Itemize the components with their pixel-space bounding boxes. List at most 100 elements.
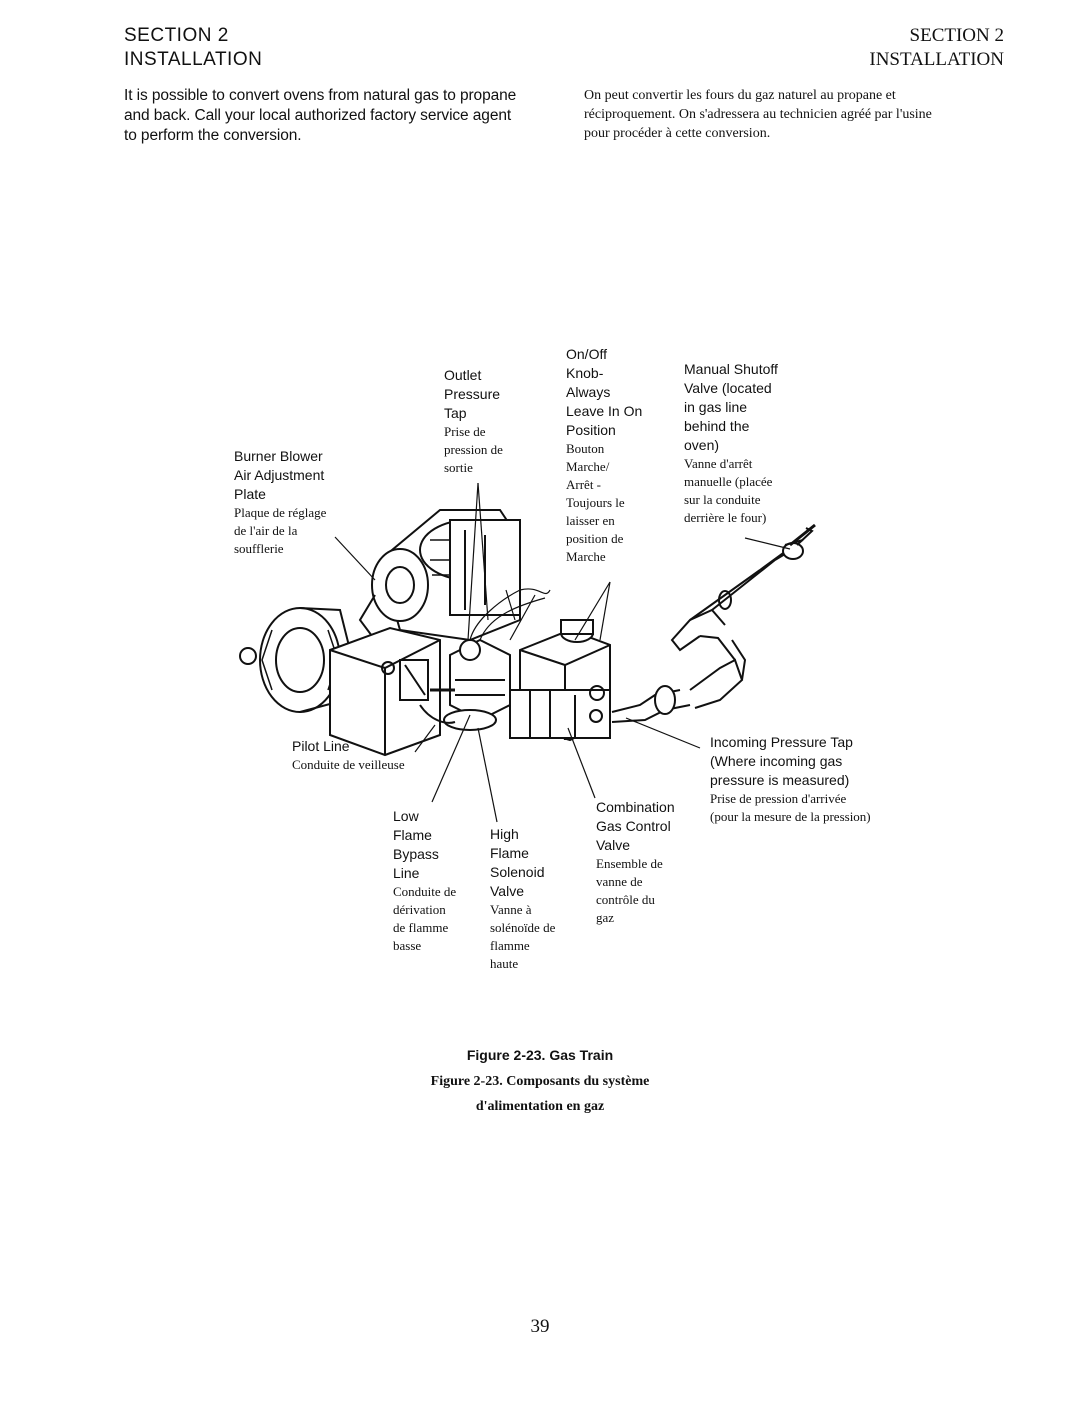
label-fr-line: Toujours le [566, 495, 625, 510]
label-fr-line: Conduite de [393, 884, 457, 899]
label-outlet-pressure-tap: Outlet Pressure Tap Prise de pression de… [444, 366, 503, 477]
intro-paragraph-fr: On peut convertir les fours du gaz natur… [584, 86, 1014, 143]
label-en-line: Burner Blower [234, 448, 323, 464]
label-high-flame-solenoid: High Flame Solenoid Valve Vanne à soléno… [490, 825, 555, 973]
label-fr-line: Bouton [566, 441, 605, 456]
label-en-line: Air Adjustment [234, 467, 325, 483]
label-fr-line: soufflerie [234, 541, 284, 556]
label-fr-line: Conduite de veilleuse [292, 757, 405, 772]
label-fr-line: Vanne à [490, 902, 532, 917]
label-en-line: Leave In On [566, 403, 643, 419]
section-title-fr: INSTALLATION [869, 49, 1004, 70]
high-flame-solenoid-icon [443, 638, 511, 731]
label-en-line: oven) [684, 437, 720, 453]
manual-shutoff-valve-icon [789, 523, 816, 547]
label-fr-line: sortie [444, 460, 473, 475]
intro-en-line: to perform the conversion. [124, 127, 302, 144]
label-pilot-line: Pilot Line Conduite de veilleuse [292, 737, 405, 774]
label-en-line: Flame [393, 827, 432, 843]
label-incoming-pressure-tap: Incoming Pressure Tap (Where incoming ga… [710, 733, 871, 826]
label-fr-line: de flamme [393, 920, 449, 935]
label-fr-line: Marche/ [566, 459, 610, 474]
intro-paragraph-en: It is possible to convert ovens from nat… [124, 86, 556, 146]
label-leader-lines [334, 482, 791, 823]
label-en-line: in gas line [684, 399, 748, 415]
label-fr-line: Marche [566, 549, 606, 564]
label-fr-line: gaz [596, 910, 615, 925]
section-header-right: SECTION 2 INSTALLATION [869, 24, 1004, 72]
label-en-line: Solenoid [490, 864, 545, 880]
label-fr-line: vanne de [596, 874, 643, 889]
label-en-line: Gas Control [596, 818, 671, 834]
label-en-line: (Where incoming gas [710, 753, 843, 769]
label-en-line: behind the [684, 418, 750, 434]
label-fr-line: flamme [490, 938, 530, 953]
label-en-line: Knob- [566, 365, 604, 381]
label-fr-line: sur la conduite [684, 492, 761, 507]
label-en-line: Pressure [444, 386, 501, 402]
label-fr-line: Ensemble de [596, 856, 663, 871]
intro-fr-line: On peut convertir les fours du gaz natur… [584, 88, 896, 103]
label-low-flame-bypass: Low Flame Bypass Line Conduite de dériva… [393, 807, 456, 955]
label-on-off-knob: On/Off Knob- Always Leave In On Position… [566, 345, 642, 566]
label-fr-line: pression de [444, 442, 503, 457]
label-en-line: Position [566, 422, 616, 438]
section-header-left: SECTION 2 INSTALLATION [124, 24, 262, 72]
label-fr-line: manuelle (placée [684, 474, 773, 489]
pilot-line-icon [419, 704, 456, 724]
label-en-line: Combination [596, 799, 675, 815]
label-en-line: Pilot Line [292, 738, 350, 754]
label-en-line: Valve (located [684, 380, 772, 396]
label-en-line: High [490, 826, 519, 842]
label-en-line: Line [393, 865, 420, 881]
section-number-fr: SECTION 2 [909, 25, 1004, 46]
combination-gas-control-icon [509, 619, 611, 742]
label-en-line: Incoming Pressure Tap [710, 734, 853, 750]
label-fr-line: haute [490, 956, 519, 971]
label-fr-line: Plaque de réglage [234, 505, 327, 520]
burner-box-icon [329, 626, 441, 757]
label-en-line: Tap [444, 405, 467, 421]
figure-caption-en: Figure 2-23. Gas Train [466, 1047, 614, 1063]
page-number: 39 [530, 1316, 550, 1337]
label-combination-gas-control: Combination Gas Control Valve Ensemble d… [596, 798, 675, 927]
label-fr-line: solénoïde de [490, 920, 556, 935]
label-fr-line: de l'air de la [234, 523, 298, 538]
label-en-line: Outlet [444, 367, 482, 383]
intro-en-line: It is possible to convert ovens from nat… [124, 87, 517, 104]
label-en-line: Bypass [393, 846, 439, 862]
label-fr-line: basse [393, 938, 422, 953]
intro-en-line: and back. Call your local authorized fac… [124, 107, 512, 124]
caption-fr-line: d'alimentation en gaz [475, 1099, 605, 1114]
label-fr-line: position de [566, 531, 624, 546]
label-fr-line: Prise de [444, 424, 486, 439]
label-en-line: Plate [234, 486, 266, 502]
section-title: INSTALLATION [124, 49, 263, 70]
intro-fr-line: pour procéder à cette conversion. [584, 126, 771, 141]
label-fr-line: derrière le four) [684, 510, 767, 525]
label-en-line: Low [393, 808, 419, 824]
label-fr-line: laisser en [566, 513, 615, 528]
label-fr-line: Arrêt - [566, 477, 602, 492]
caption-fr-line: Figure 2-23. Composants du système [430, 1074, 650, 1089]
intro-fr-line: réciproquement. On s'adressera au techni… [584, 107, 932, 122]
label-en-line: Valve [490, 883, 524, 899]
label-fr-line: Prise de pression d'arrivée [710, 791, 847, 806]
figure-caption-fr: Figure 2-23. Composants du système d'ali… [0, 1069, 1080, 1119]
label-fr-line: contrôle du [596, 892, 655, 907]
burner-blower-icon [358, 509, 521, 646]
label-en-line: pressure is measured) [710, 772, 850, 788]
label-manual-shutoff: Manual Shutoff Valve (located in gas lin… [684, 360, 778, 527]
section-number: SECTION 2 [124, 25, 229, 46]
label-en-line: Flame [490, 845, 529, 861]
label-en-line: Always [566, 384, 611, 400]
label-fr-line: Vanne d'arrêt [684, 456, 753, 471]
gas-supply-pipe-icon [611, 527, 814, 723]
label-en-line: On/Off [566, 346, 607, 362]
label-fr-line: (pour la mesure de la pression) [710, 809, 871, 824]
label-en-line: Valve [596, 837, 630, 853]
label-en-line: Manual Shutoff [684, 361, 778, 377]
label-fr-line: dérivation [393, 902, 446, 917]
label-burner-blower: Burner Blower Air Adjustment Plate Plaqu… [234, 447, 326, 558]
